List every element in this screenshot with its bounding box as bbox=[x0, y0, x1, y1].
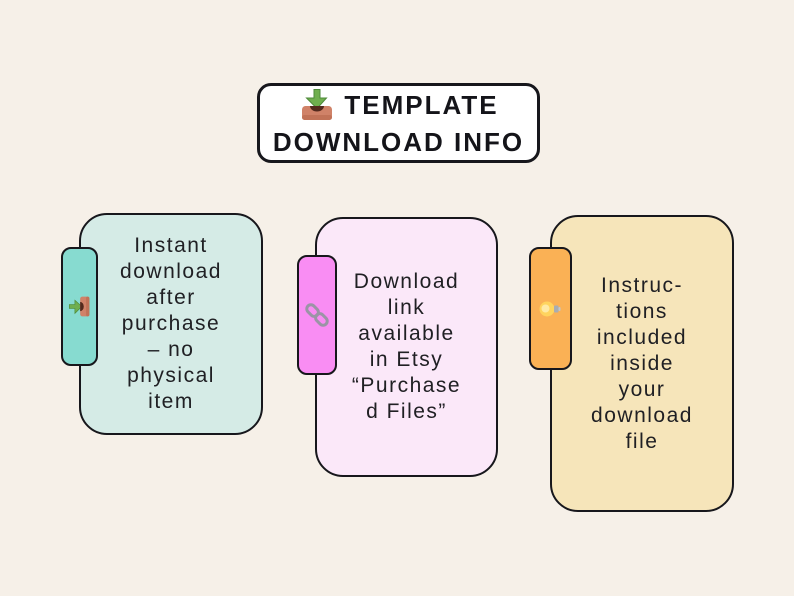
card-download-link: Download link available in Etsy “Purchas… bbox=[315, 217, 498, 477]
title-line-1: TEMPLATE bbox=[298, 87, 498, 123]
card-instructions-text: Instruc- tions included inside your down… bbox=[591, 273, 693, 453]
card-download-link-text: Download link available in Etsy “Purchas… bbox=[351, 270, 462, 423]
card-instant-download: Instant download after purchase – no phy… bbox=[79, 213, 263, 435]
card-instructions-tab bbox=[529, 247, 572, 370]
card-instant-download-tab bbox=[61, 247, 98, 366]
link-icon bbox=[302, 300, 332, 330]
download-tray-icon bbox=[68, 294, 91, 319]
inbox-download-icon bbox=[298, 88, 336, 122]
title-card: TEMPLATE DOWNLOAD INFO bbox=[257, 83, 540, 163]
title-line-2: DOWNLOAD INFO bbox=[273, 124, 524, 160]
card-instant-download-text: Instant download after purchase – no phy… bbox=[120, 234, 222, 413]
title-text-1: TEMPLATE bbox=[344, 89, 499, 120]
card-instructions: Instruc- tions included inside your down… bbox=[550, 215, 734, 512]
card-download-link-tab bbox=[297, 255, 337, 375]
lightbulb-icon bbox=[536, 297, 566, 321]
title-text-2: DOWNLOAD INFO bbox=[272, 126, 525, 157]
